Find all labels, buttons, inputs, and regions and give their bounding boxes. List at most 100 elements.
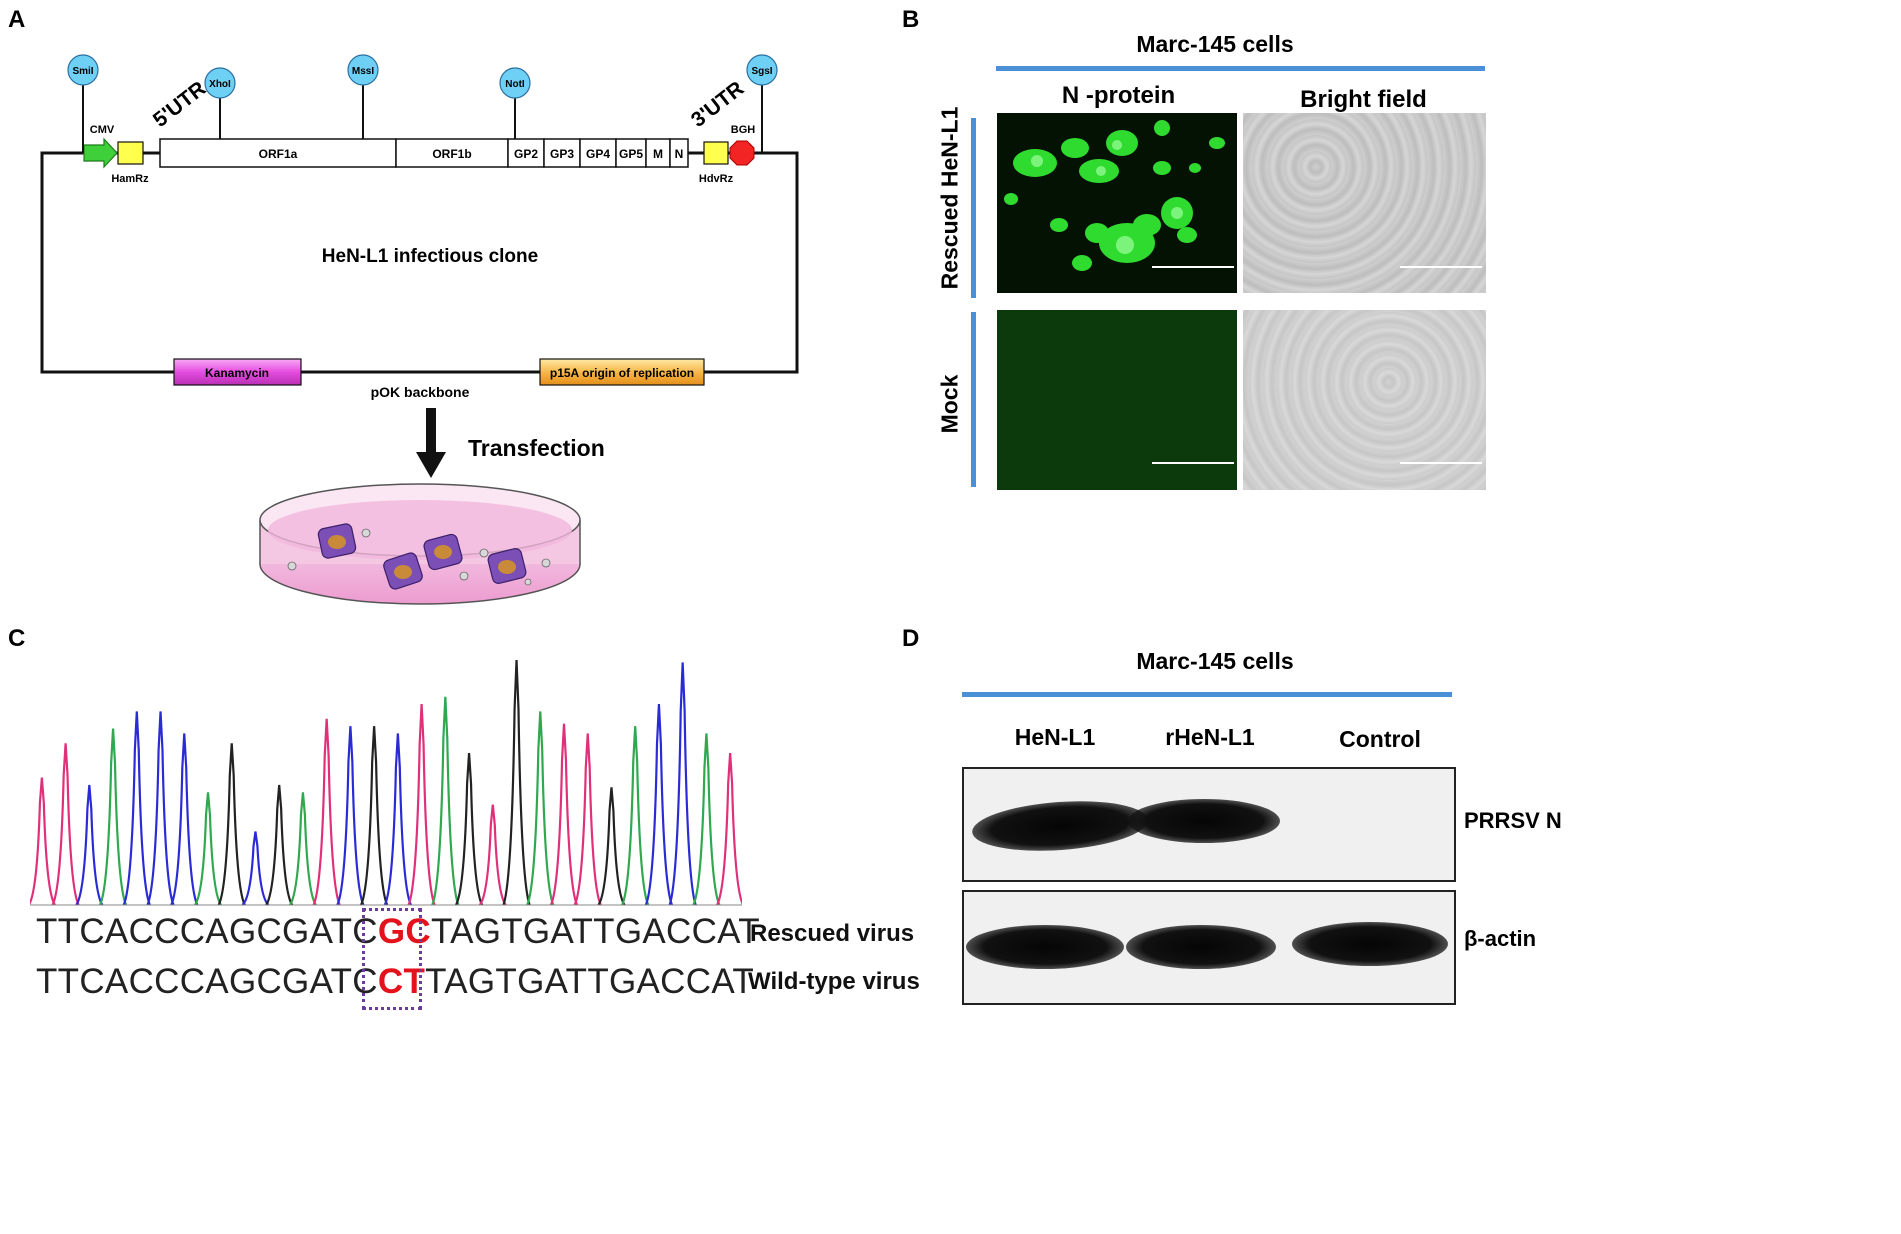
chromatogram-peak <box>30 777 56 906</box>
site-sgsi: SgsI <box>746 54 778 153</box>
sequence-wildtype: TTCACCCAGCGATCCTTAGTGATTGACCAT <box>36 962 755 1001</box>
gene-n: N <box>675 147 684 161</box>
chromatogram-peak <box>241 831 270 906</box>
origin-label: p15A origin of replication <box>550 366 694 380</box>
svg-text:MssI: MssI <box>352 66 374 77</box>
panel-d-title-bar <box>962 692 1452 697</box>
chromatogram-peak <box>431 696 460 906</box>
gene-gp5: GP5 <box>619 147 643 161</box>
scale-bar <box>1400 462 1482 464</box>
gene-orf1a: ORF1a <box>259 147 298 161</box>
chromatogram-peak <box>573 733 602 906</box>
svg-text:SgsI: SgsI <box>751 66 772 77</box>
band-actin-control <box>1292 922 1448 966</box>
chromatogram-peak <box>644 704 674 906</box>
chromatogram-peak <box>217 743 246 906</box>
chromatogram-peak <box>146 711 175 906</box>
blot-prrsv-n <box>962 767 1456 882</box>
gene-orf1b: ORF1b <box>432 147 471 161</box>
chromatogram-peak <box>407 704 436 906</box>
mutation-wildtype: CT <box>377 962 426 1001</box>
chromatogram-peak <box>526 711 555 906</box>
label-rescued-virus: Rescued virus <box>750 920 915 947</box>
band-actin-rhenl1 <box>1126 925 1276 969</box>
col-label-bright-field: Bright field <box>1300 86 1427 113</box>
chromatogram-peak <box>360 726 389 906</box>
band-prrsv-n-henl1 <box>970 795 1150 857</box>
sequencing-chromatogram <box>30 659 742 906</box>
brightfield-image-rescued <box>1243 113 1486 293</box>
svg-text:XhoI: XhoI <box>209 79 231 90</box>
lane-label-henl1: HeN-L1 <box>1014 724 1096 750</box>
chromatogram-peak <box>502 659 531 906</box>
gene-gp4: GP4 <box>586 147 610 161</box>
mutation-highlight-box <box>362 908 422 1010</box>
panel-label-c: C <box>8 625 26 652</box>
row-label-mock: Mock <box>936 374 963 434</box>
petri-dish <box>259 483 581 605</box>
hamrz-box <box>117 141 144 165</box>
chromatogram-peak <box>312 718 341 906</box>
site-noti: NotI <box>499 67 531 139</box>
blot-beta-actin <box>962 890 1456 1005</box>
transfection-arrow-head <box>416 452 446 478</box>
panel-d-title: Marc-145 cells <box>1136 648 1294 674</box>
panel-b-title-bar <box>996 66 1485 71</box>
hdvrz-box <box>703 141 729 165</box>
chromatogram-peak <box>716 753 742 906</box>
svg-text:NotI: NotI <box>505 79 525 90</box>
chromatogram-peak <box>75 784 104 906</box>
blot-label-prrsv-n: PRRSV N <box>1464 808 1562 833</box>
backbone-label: pOK backbone <box>371 384 470 400</box>
chromatogram-peak <box>170 733 199 906</box>
site-xhoi: XhoI <box>204 67 236 139</box>
fluorescence-image-mock <box>997 310 1237 490</box>
site-smii: SmiI <box>67 54 99 153</box>
cmv-promoter-arrow <box>83 137 118 169</box>
chromatogram-peak <box>549 723 579 906</box>
bgh-terminator <box>729 140 755 166</box>
chromatogram-peak <box>455 753 484 906</box>
cmv-label: CMV <box>90 124 115 136</box>
scale-bar <box>1152 266 1234 268</box>
bgh-label: BGH <box>731 124 756 136</box>
chromatogram-peak <box>597 787 626 906</box>
lane-label-rhenl1: rHeN-L1 <box>1165 724 1255 750</box>
blot-label-beta-actin: β-actin <box>1464 926 1537 951</box>
row2-bar <box>971 312 976 487</box>
chromatogram-peak <box>668 662 697 906</box>
hamrz-label: HamRz <box>111 173 149 185</box>
origin-box <box>539 358 705 386</box>
scale-bar <box>1152 462 1234 464</box>
chromatogram-peak <box>336 726 365 906</box>
chromatogram-peak <box>51 743 80 906</box>
kanamycin-box <box>173 358 302 386</box>
chromatogram-peak <box>478 804 507 906</box>
row1-bar <box>971 118 976 298</box>
chromatogram-peak <box>98 728 128 906</box>
svg-text:SmiI: SmiI <box>72 66 93 77</box>
chromatogram-peak <box>288 792 317 906</box>
panel-b-title: Marc-145 cells <box>1136 31 1294 57</box>
scale-bar <box>1400 266 1482 268</box>
chromatogram-peak <box>383 733 412 906</box>
chromatogram-peak <box>194 792 222 906</box>
panel-label-d: D <box>902 625 920 652</box>
col-label-n-protein: N -protein <box>1061 82 1176 109</box>
hdvrz-label: HdvRz <box>699 173 734 185</box>
panel-label-b: B <box>902 6 920 33</box>
utr5-label: 5'UTR <box>149 77 210 132</box>
band-prrsv-n-rhenl1 <box>1128 799 1280 843</box>
lane-label-control: Control <box>1339 726 1421 752</box>
chromatogram-peak <box>122 711 151 906</box>
chromatogram-peak <box>265 784 294 906</box>
band-actin-henl1 <box>966 925 1124 969</box>
panel-label-a: A <box>8 6 26 33</box>
gene-gp2: GP2 <box>514 147 538 161</box>
gene-m: M <box>653 147 663 161</box>
fluorescence-image-rescued <box>997 113 1237 293</box>
chromatogram-peak <box>621 726 650 906</box>
chromatogram-peak <box>692 733 721 906</box>
clone-name: HeN-L1 infectious clone <box>322 246 538 267</box>
kanamycin-label: Kanamycin <box>205 366 269 380</box>
